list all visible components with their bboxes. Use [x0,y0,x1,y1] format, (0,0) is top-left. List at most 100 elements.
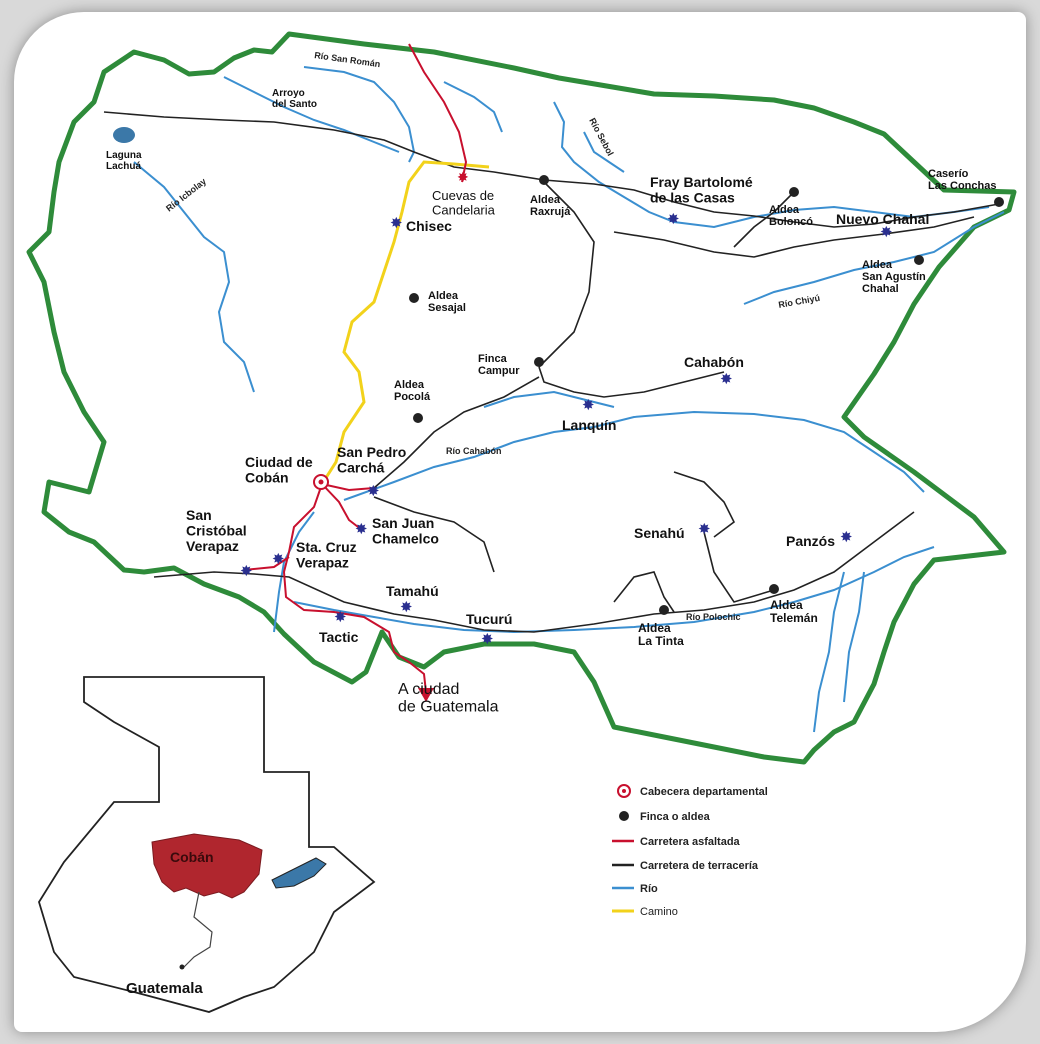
label-line: Chamelco [372,530,439,546]
dot-raxruja [539,175,549,185]
river-south-2 [843,571,865,703]
star-cuevas: ✸ [457,169,469,185]
river-san-roman [303,66,416,163]
dot-sesajal [409,293,419,303]
label-line: Aldea [770,598,803,612]
paved-coban-chamelco [321,483,363,531]
laguna-lachua-lake [113,127,135,143]
paved-coban-guatemala [282,483,427,693]
label-line: Verapaz [296,554,349,570]
label-line: Laguna [106,150,142,161]
star-nuevo-chahal: ✸ [880,224,893,241]
road-carcha-lanquin [373,376,540,489]
legend-asfaltada-label: Carretera asfaltada [640,836,741,848]
villages [409,175,1004,615]
inset-capital-dot [179,964,185,970]
star-chisec: ✸ [390,215,403,232]
label-line: de Guatemala [398,699,499,716]
legend-finca-symbol [619,811,629,821]
road-boloncó [733,191,795,248]
label-line: Ciudad de [245,454,313,470]
label-line: Sesajal [428,302,466,314]
label-line: Carchá [337,459,385,475]
label-line: Finca [478,353,508,365]
inset-department-label: Cobán [170,849,214,865]
river-sebol [553,101,990,229]
label-line: Caserío [928,168,969,180]
inset-capital-label: Guatemala [126,980,203,997]
label-panzos: Panzós [786,533,835,549]
legend-rio-label: Río [640,883,658,895]
dot-conchas [994,197,1004,207]
inset-guatemala-map: Cobán Guatemala [38,676,376,1013]
label-lanquin: Lanquín [562,417,616,433]
label-rio-chiyu: Río Chiyú [778,293,821,310]
star-panzos: ✸ [840,529,853,546]
label-line: Chahal [862,283,899,295]
department-boundary [26,31,1017,765]
road-tinta [613,571,675,613]
legend-camino-label: Camino [640,906,678,918]
label-tactic: Tactic [319,629,359,645]
star-san-juan: ✸ [355,521,368,538]
label-tucuru: Tucurú [466,611,512,627]
label-rio-san-roman: Río San Román [314,50,381,69]
river-polochic [293,546,935,634]
paved-roads [243,43,468,693]
dot-la-tinta [659,605,669,615]
label-line: Candelaria [432,202,496,217]
label-line: San Pedro [337,444,406,460]
star-senahu: ✸ [698,521,711,538]
legend-terraceria-label: Carretera de terracería [640,860,759,872]
dirt-roads [103,111,1000,633]
coban-cabecera-dot [318,479,324,485]
label-line: Fray Bartolomé [650,174,753,190]
label-line: La Tinta [638,634,684,648]
road-senahu [703,531,775,603]
road-south [153,511,915,633]
label-line: Las Conchas [928,180,996,192]
river-icbolay [133,161,255,393]
river-sebol-west [583,131,625,173]
label-line: Aldea [530,194,561,206]
dot-teleman [769,584,779,594]
label-line: Telemán [770,611,818,625]
road-chamelco [373,496,495,573]
inset-lake [271,857,327,889]
star-fray: ✸ [667,211,680,228]
label-line: Aldea [394,379,425,391]
label-rio-cahabon: Río Cahabón [446,446,502,456]
river-arroyo [223,76,400,153]
label-senahu: Senahú [634,525,685,541]
legend-cabecera-label: Cabecera departamental [640,786,768,798]
star-lanquin: ✸ [582,397,595,414]
label-line: del Santo [272,99,317,110]
inset-road [183,891,213,968]
label-line: Sta. Cruz [296,539,357,555]
label-cahabon: Cahabón [684,354,744,370]
label-tamahu: Tamahú [386,583,439,599]
star-tucuru: ✸ [481,631,494,648]
star-cristobal: ✸ [240,563,253,580]
paved-cristobal [243,556,290,571]
river-cahabon [343,410,925,501]
inset-department-fill [151,833,263,899]
path-camino [320,160,490,485]
label-line: Cuevas de [432,188,494,203]
label-line: Arroyo [272,88,305,99]
rivers [133,66,1005,733]
dot-boloncó [789,187,799,197]
